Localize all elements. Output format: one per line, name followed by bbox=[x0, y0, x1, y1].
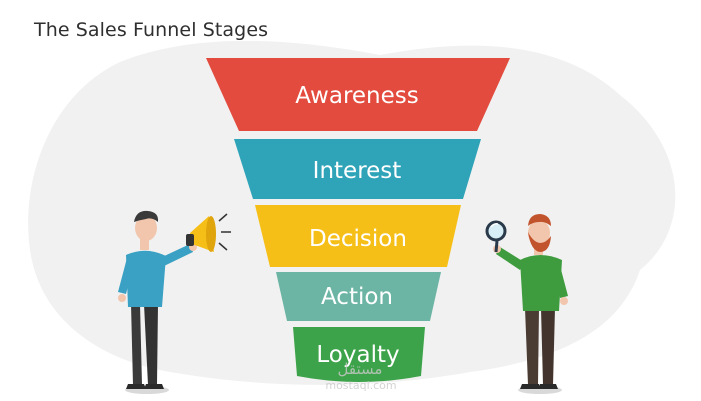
stage-label-loyalty: Loyalty bbox=[316, 342, 399, 368]
stage-decision: Decision bbox=[255, 205, 461, 267]
stage-label-interest: Interest bbox=[313, 158, 402, 184]
stage-awareness: Awareness bbox=[206, 58, 510, 131]
megaphone-icon bbox=[186, 213, 231, 252]
watermark-arabic: مستقل bbox=[338, 360, 383, 378]
watermark: مستقل mostaql.com bbox=[325, 360, 396, 392]
stage-action: Action bbox=[276, 272, 441, 321]
man-with-megaphone bbox=[118, 210, 197, 389]
stage-interest: Interest bbox=[234, 139, 481, 199]
stage-label-action: Action bbox=[321, 284, 393, 310]
man-with-magnifier bbox=[493, 214, 568, 389]
stage-loyalty: Loyalty bbox=[293, 327, 425, 382]
page-title: The Sales Funnel Stages bbox=[34, 19, 269, 41]
funnel: Awareness Interest Decision Action Loyal… bbox=[206, 58, 510, 382]
stage-label-awareness: Awareness bbox=[295, 83, 419, 109]
stage-label-decision: Decision bbox=[309, 226, 407, 252]
magnifier-icon bbox=[485, 220, 507, 253]
watermark-latin: mostaql.com bbox=[325, 379, 396, 392]
